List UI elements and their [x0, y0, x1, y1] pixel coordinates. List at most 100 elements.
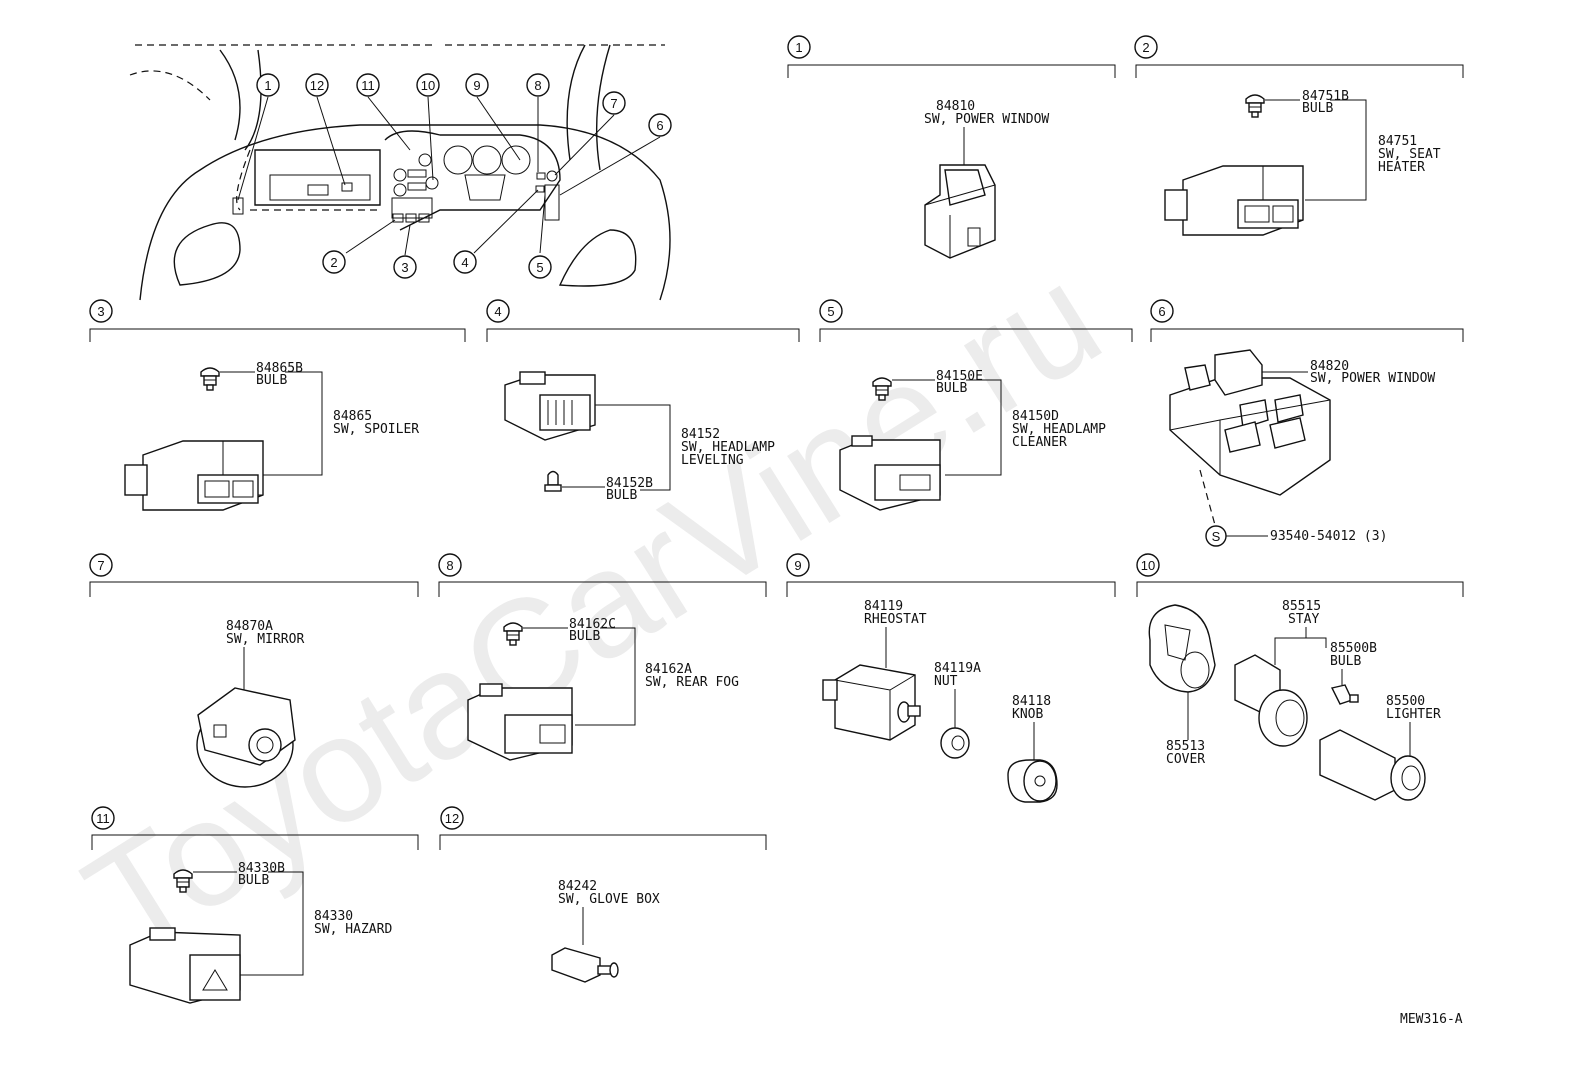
callout-2: 2 [330, 255, 337, 270]
section-8: 8 84162C BULB 84162A SW, REAR FOG [438, 553, 767, 761]
callout-4: 4 [461, 255, 468, 270]
section-9: 9 84119 RHEOSTAT 84119A NUT 84118 KNOB [786, 553, 1116, 803]
part-code: 84330 [314, 909, 353, 924]
part-name: COVER [1166, 752, 1205, 767]
section-number: 8 [446, 558, 453, 573]
nut-illustration [940, 727, 970, 759]
figure-code: MEW316-A [1400, 1012, 1463, 1027]
part-code: 84870A [226, 619, 273, 634]
part-name: BULB [1302, 101, 1333, 116]
knob-illustration [1007, 759, 1058, 803]
part-name: BULB [256, 373, 287, 388]
part-code: 84810 [936, 99, 975, 114]
part-code: 84150D [1012, 409, 1059, 424]
callout-12: 12 [310, 78, 324, 93]
part-name: SW, REAR FOG [645, 675, 739, 690]
lighter-cover-illustration [1148, 604, 1216, 693]
callout-3: 3 [401, 260, 408, 275]
part-code: 84119 [864, 599, 903, 614]
callout-11: 11 [361, 78, 375, 93]
small-bulb-illustration [1330, 684, 1359, 705]
mirror-switch-illustration [196, 687, 296, 788]
part-code: 85500 [1386, 694, 1425, 709]
part-code: 85515 [1282, 599, 1321, 614]
master-power-window-switch-illustration [1169, 349, 1331, 496]
glove-box-switch-illustration [551, 947, 619, 983]
locator-callouts: 1 12 11 10 9 8 7 6 2 3 4 5 [237, 73, 672, 279]
section-number: 1 [795, 40, 802, 55]
section-number: 5 [827, 304, 834, 319]
part-name: RHEOSTAT [864, 612, 927, 627]
part-name: SW, HEADLAMP [681, 440, 775, 455]
section-12: 12 84242 SW, GLOVE BOX [439, 806, 767, 983]
part-name: SW, HAZARD [314, 922, 392, 937]
part-code: 84820 [1310, 359, 1349, 374]
section-number: 12 [445, 811, 459, 826]
part-name-2: LEVELING [681, 453, 744, 468]
part-name: SW, SEAT [1378, 147, 1441, 162]
callout-9: 9 [473, 78, 480, 93]
part-name: KNOB [1012, 707, 1043, 722]
power-window-switch-illustration [924, 164, 996, 259]
part-code: 84119A [934, 661, 981, 676]
part-name: BULB [238, 873, 269, 888]
part-code: 93540-54012 (3) [1270, 529, 1387, 544]
part-name: BULB [936, 381, 967, 396]
part-code: 84242 [558, 879, 597, 894]
lighter-stay-illustration [1234, 654, 1308, 747]
section-number: 3 [97, 304, 104, 319]
callout-10: 10 [421, 78, 435, 93]
part-name: NUT [934, 674, 958, 689]
callout-6: 6 [656, 118, 663, 133]
screw-symbol: S [1212, 529, 1221, 544]
section-number: 7 [97, 558, 104, 573]
part-name-2: CLEANER [1012, 435, 1067, 450]
dashboard-locator-view: 1 12 11 10 9 8 7 6 2 3 4 5 [129, 44, 672, 301]
callout-5: 5 [536, 260, 543, 275]
section-number: 4 [494, 304, 501, 319]
section-number: 10 [1141, 558, 1155, 573]
part-code: 84751 [1378, 134, 1417, 149]
part-code: 84162A [645, 662, 692, 677]
part-name: SW, MIRROR [226, 632, 304, 647]
rear-fog-switch-illustration [467, 683, 573, 761]
part-name: BULB [569, 629, 600, 644]
part-name: BULB [1330, 654, 1361, 669]
part-name: LIGHTER [1386, 707, 1441, 722]
part-code: 84118 [1012, 694, 1051, 709]
part-name: SW, SPOILER [333, 422, 419, 437]
part-code: 84152 [681, 427, 720, 442]
bulb-illustration [544, 470, 562, 492]
spoiler-switch-illustration [124, 440, 264, 511]
callout-1: 1 [264, 78, 271, 93]
section-4: 4 84152 SW, HEADLAMP LEVELING 84152B BUL… [486, 299, 800, 503]
section-10: 10 85515 STAY 85500B BULB 85513 COVER 85… [1136, 553, 1464, 801]
section-number: 2 [1142, 40, 1149, 55]
section-6: 6 84820 SW, POWER WINDOW S 93540-54012 (… [1150, 299, 1464, 547]
section-7: 7 84870A SW, MIRROR [89, 553, 419, 788]
part-code: 85513 [1166, 739, 1205, 754]
section-1: 1 84810 SW, POWER WINDOW [787, 35, 1116, 259]
part-name: SW, POWER WINDOW [1310, 371, 1435, 386]
section-number: 9 [794, 558, 801, 573]
part-name: SW, HEADLAMP [1012, 422, 1106, 437]
callout-7: 7 [610, 96, 617, 111]
callout-8: 8 [534, 78, 541, 93]
part-name: SW, POWER WINDOW [924, 112, 1049, 127]
part-code: 84865 [333, 409, 372, 424]
headlamp-cleaner-switch-illustration [839, 435, 941, 511]
seat-heater-switch-illustration [1164, 165, 1304, 236]
section-2: 2 84751B BULB 84751 SW, SEAT HEATER [1134, 35, 1464, 236]
part-code: 84152B [606, 476, 653, 491]
part-name: STAY [1288, 612, 1319, 627]
hazard-switch-illustration [129, 927, 241, 1004]
watermark-text: ToyotaCarVine.ru [58, 232, 1128, 987]
section-11: 11 84330B BULB 84330 SW, HAZARD [91, 806, 419, 1004]
part-name-2: HEATER [1378, 160, 1425, 175]
section-number: 6 [1158, 304, 1165, 319]
headlamp-leveling-switch-illustration [504, 371, 596, 441]
part-name: SW, GLOVE BOX [558, 892, 660, 907]
part-code: 85500B [1330, 641, 1377, 656]
rheostat-illustration [822, 664, 921, 741]
